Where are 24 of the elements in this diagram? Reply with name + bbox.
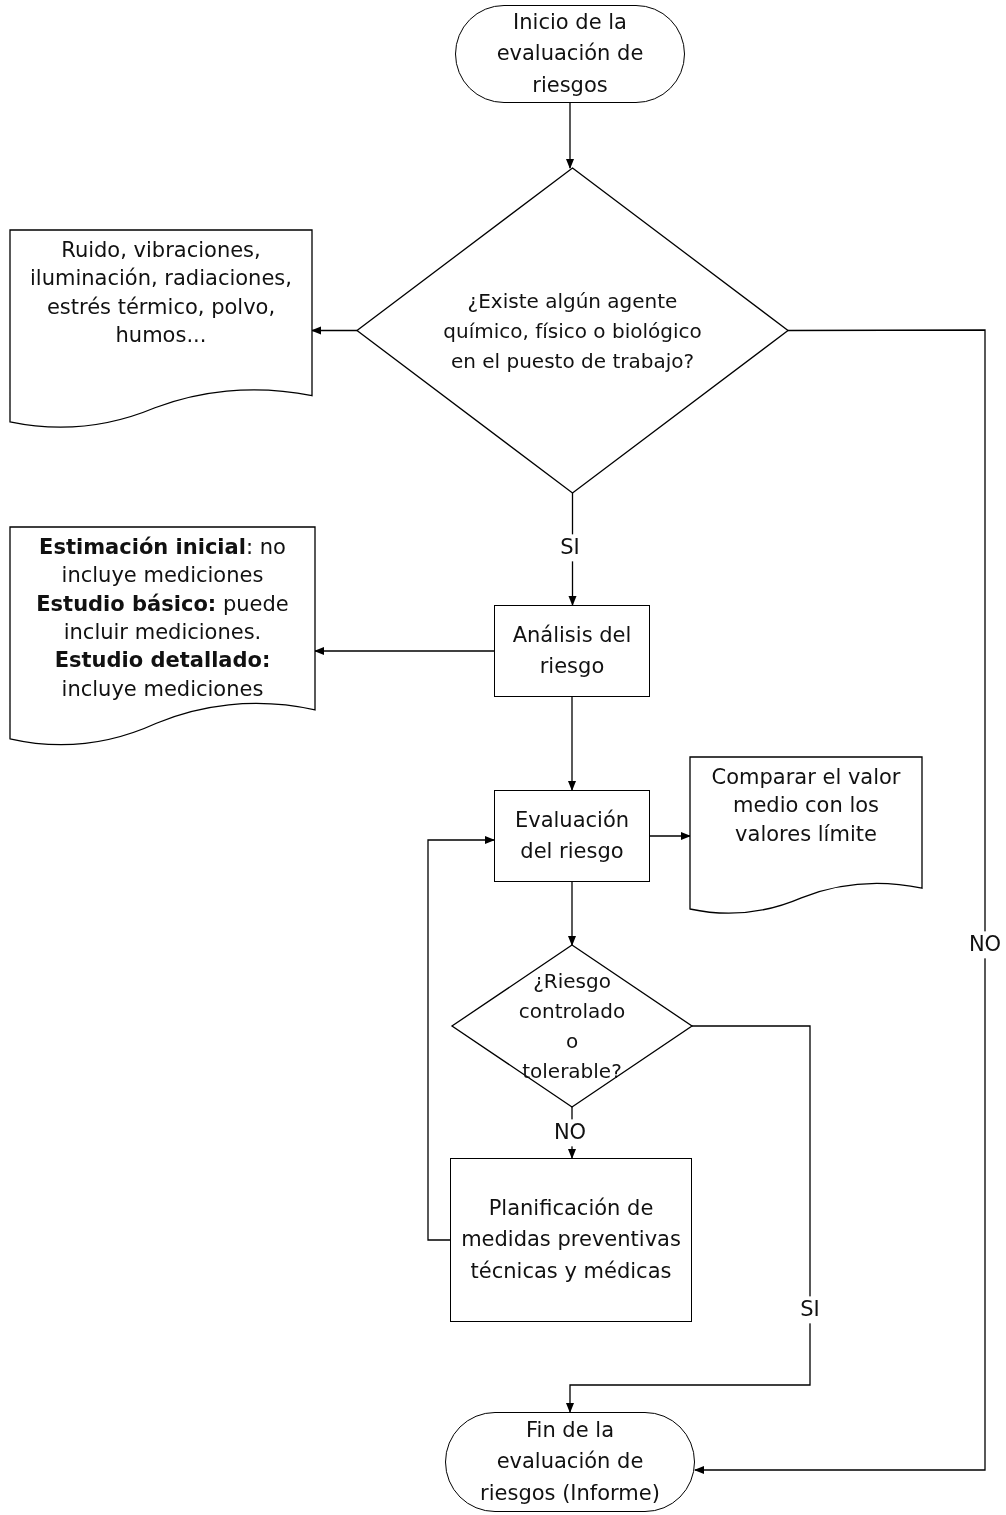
document-shape [690, 757, 922, 917]
process-box [450, 1158, 692, 1322]
arrow [649, 832, 691, 840]
arrow [568, 696, 576, 791]
node-text: Estudio detallado: incluye mediciones [53, 647, 272, 703]
node-text: Estudio básico: puede incluir mediciones. [35, 590, 290, 647]
node-text: Ruido, vibraciones, iluminación, radiaciones, estrés térmico, polvo, humos... [29, 237, 293, 350]
arrow [566, 1025, 811, 1413]
node-text: ¿Existe algún agente químico, físico o biológico en el puesto de trabajo? [442, 287, 703, 375]
arrow [694, 329, 986, 1474]
arrow [427, 836, 495, 1241]
node-text: Análisis del riesgo [511, 621, 633, 680]
node-text: ¿Riesgo controlado o tolerable? [518, 968, 626, 1085]
node-text: Evaluación del riesgo [513, 806, 631, 865]
node-text: Inicio de la evaluación de riesgos [495, 8, 645, 99]
arrow [566, 102, 574, 169]
decision-diamond [357, 168, 788, 493]
node-text: Planificación de medidas preventivas técnicas y médicas [460, 1194, 682, 1285]
arrow [568, 881, 576, 946]
process-box [494, 605, 650, 697]
node-text: Fin de la evaluación de riesgos (Informe) [479, 1416, 661, 1507]
process-box [494, 790, 650, 882]
decision-diamond [452, 945, 692, 1107]
node-text: Comparar el valor medio con los valores límite [710, 764, 902, 848]
